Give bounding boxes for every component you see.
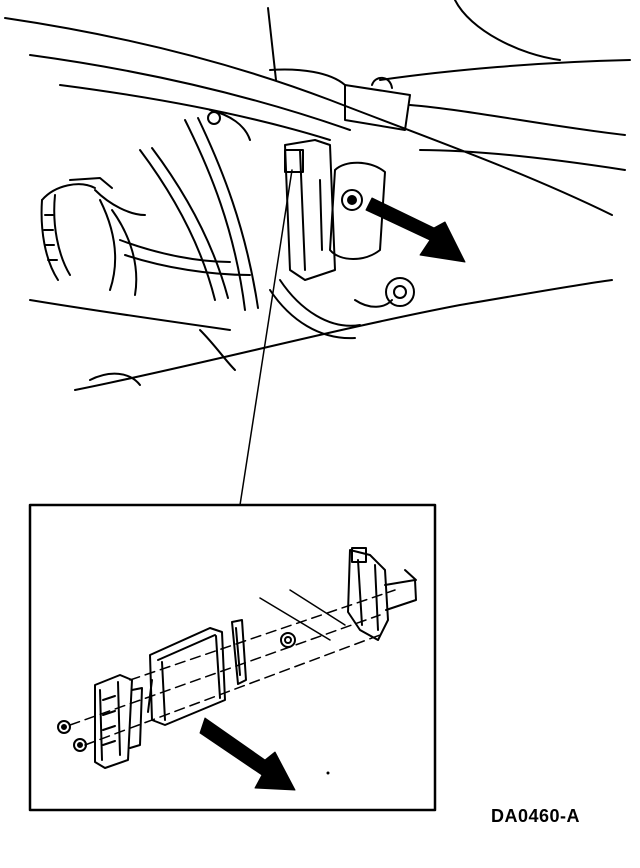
- leader-line: [239, 169, 293, 506]
- nut-lower-2: [73, 738, 87, 752]
- inset-detail: [28, 503, 437, 812]
- cowl-panel-lines: [4, 0, 631, 216]
- inset-frame: [28, 503, 437, 812]
- bracket-assembly: [284, 139, 336, 281]
- nut-upper: [280, 632, 296, 648]
- actuator-hub: [341, 189, 363, 211]
- shim-plate: [231, 619, 247, 685]
- nut-lower-1: [57, 720, 71, 734]
- mounting-bracket: [347, 547, 417, 641]
- pointer-arrow-inset: [199, 717, 296, 791]
- alignment-lines: [69, 589, 396, 746]
- engine-bay-view: [4, 0, 631, 391]
- figure-id-label: DA0460-A: [490, 806, 580, 826]
- control-module: [147, 627, 226, 726]
- connector-housing: [94, 674, 143, 769]
- wiring-harness: [40, 109, 259, 311]
- blend-door-actuator: [329, 76, 415, 308]
- firewall-edge: [74, 279, 613, 391]
- pointer-arrow-upper: [365, 197, 466, 263]
